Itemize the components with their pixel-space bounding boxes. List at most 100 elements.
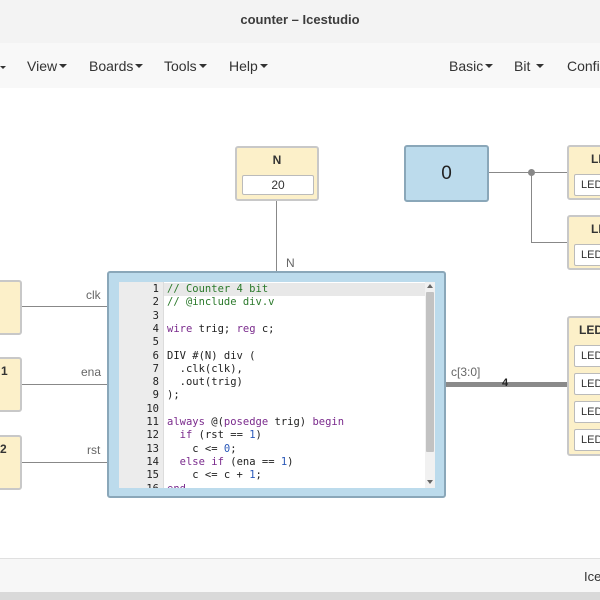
line-number: 9: [119, 389, 159, 401]
led-output-block-a[interactable]: LE LED: [567, 145, 600, 200]
code-line[interactable]: end: [167, 483, 427, 489]
line-number: 6: [119, 350, 159, 362]
code-token: // Counter 4 bit: [167, 283, 268, 295]
menu-basic[interactable]: Basic: [449, 58, 493, 74]
line-number: 2: [119, 296, 159, 308]
code-token: [167, 456, 180, 468]
menu-tools[interactable]: Tools: [164, 58, 207, 74]
line-number: 13: [119, 443, 159, 455]
line-number: 12: [119, 429, 159, 441]
constant-value: 0: [406, 163, 487, 185]
constant-zero-block[interactable]: 0: [404, 145, 489, 202]
port-label-n: N: [286, 256, 295, 270]
led-pin-select[interactable]: LED: [574, 401, 600, 423]
code-token: always: [167, 416, 205, 428]
port-label-ena: ena: [81, 365, 101, 379]
menu-view[interactable]: View: [27, 58, 67, 74]
wire-const-led-b[interactable]: [531, 242, 568, 243]
block-title: 2: [0, 442, 7, 456]
line-number: 16: [119, 483, 159, 489]
code-line[interactable]: .clk(clk),: [167, 363, 427, 375]
code-token: c;: [256, 323, 275, 335]
caret-icon: [135, 64, 143, 68]
bus-size-label: 4: [502, 377, 508, 389]
input-block-ena[interactable]: 1: [0, 357, 22, 412]
caret-icon: [59, 64, 67, 68]
code-token: DIV #(N) div (: [167, 350, 256, 362]
led-group-block[interactable]: LED LED LED LED LED: [567, 316, 600, 456]
caret-icon: [0, 66, 6, 69]
led-pin-select[interactable]: LED: [574, 174, 600, 196]
window-bottom-edge: [0, 592, 600, 600]
constant-block-n[interactable]: N 20: [235, 146, 319, 201]
code-token: c <= c +: [167, 469, 249, 481]
block-title: 1: [1, 364, 8, 378]
code-token: .clk(clk),: [167, 363, 243, 375]
scroll-up-icon[interactable]: [427, 284, 433, 288]
code-line[interactable]: if (rst == 1): [167, 429, 427, 441]
line-number: 15: [119, 469, 159, 481]
block-title: LE: [591, 152, 600, 166]
input-block-rst[interactable]: 2: [0, 435, 22, 490]
code-line[interactable]: );: [167, 389, 427, 401]
code-token: if: [180, 429, 193, 441]
led-pin-select[interactable]: LED: [574, 429, 600, 451]
caret-icon: [536, 64, 544, 68]
led-pin-select[interactable]: LED: [574, 373, 600, 395]
code-block-counter[interactable]: 12345678910111213141516 // Counter 4 bit…: [107, 271, 446, 498]
status-bar: Ice: [0, 558, 600, 593]
code-token: .out(trig): [167, 376, 243, 388]
code-token: end: [167, 483, 186, 489]
code-token: (rst ==: [192, 429, 249, 441]
caret-icon: [485, 64, 493, 68]
code-token: [167, 429, 180, 441]
code-token: ;: [256, 469, 262, 481]
window-title: counter – Icestudio: [0, 12, 600, 27]
line-number: 8: [119, 376, 159, 388]
code-token: trig): [268, 416, 312, 428]
code-token: ): [256, 429, 262, 441]
led-pin-select[interactable]: LED: [574, 244, 600, 266]
code-line[interactable]: .out(trig): [167, 376, 427, 388]
title-bar: counter – Icestudio: [0, 0, 600, 44]
design-canvas[interactable]: 4 N clk ena rst c[3:0] N 20 0 LE LED LE …: [0, 88, 600, 558]
code-line[interactable]: c <= 0;: [167, 443, 427, 455]
menu-bar: View Boards Tools Help Basic Bit Config: [0, 43, 600, 89]
code-line[interactable]: c <= c + 1;: [167, 469, 427, 481]
status-text: Ice: [584, 569, 600, 584]
code-line[interactable]: // Counter 4 bit: [167, 283, 427, 295]
block-title: LE: [591, 222, 600, 236]
scroll-thumb[interactable]: [426, 292, 434, 452]
menu-edit-caret[interactable]: [0, 58, 6, 74]
editor-scrollbar[interactable]: [425, 282, 435, 488]
wire-const-branch[interactable]: [531, 172, 532, 243]
line-number: 3: [119, 310, 159, 322]
block-title: LED: [579, 323, 600, 337]
code-token: posedge: [224, 416, 268, 428]
led-output-block-b[interactable]: LE LED: [567, 215, 600, 270]
code-line[interactable]: // @include div.v: [167, 296, 427, 308]
code-line[interactable]: else if (ena == 1): [167, 456, 427, 468]
menu-help[interactable]: Help: [229, 58, 268, 74]
line-number: 5: [119, 336, 159, 348]
input-block-clk[interactable]: [0, 280, 22, 335]
scroll-down-icon[interactable]: [427, 480, 433, 484]
code-token: @(: [205, 416, 224, 428]
menu-bit[interactable]: Bit: [514, 58, 544, 74]
constant-value-input[interactable]: 20: [242, 175, 314, 195]
code-token: ): [287, 456, 293, 468]
code-line[interactable]: DIV #(N) div (: [167, 350, 427, 362]
caret-icon: [260, 64, 268, 68]
code-token: );: [167, 389, 180, 401]
port-label-out: c[3:0]: [451, 365, 480, 379]
code-line[interactable]: wire trig; reg c;: [167, 323, 427, 335]
wire-n[interactable]: [276, 200, 277, 272]
port-label-clk: clk: [86, 288, 101, 302]
code-line[interactable]: always @(posedge trig) begin: [167, 416, 427, 428]
led-pin-select[interactable]: LED: [574, 345, 600, 367]
line-number: 10: [119, 403, 159, 415]
code-token: wire: [167, 323, 192, 335]
menu-config[interactable]: Config: [567, 58, 600, 74]
code-editor[interactable]: 12345678910111213141516 // Counter 4 bit…: [119, 282, 435, 488]
menu-boards[interactable]: Boards: [89, 58, 143, 74]
